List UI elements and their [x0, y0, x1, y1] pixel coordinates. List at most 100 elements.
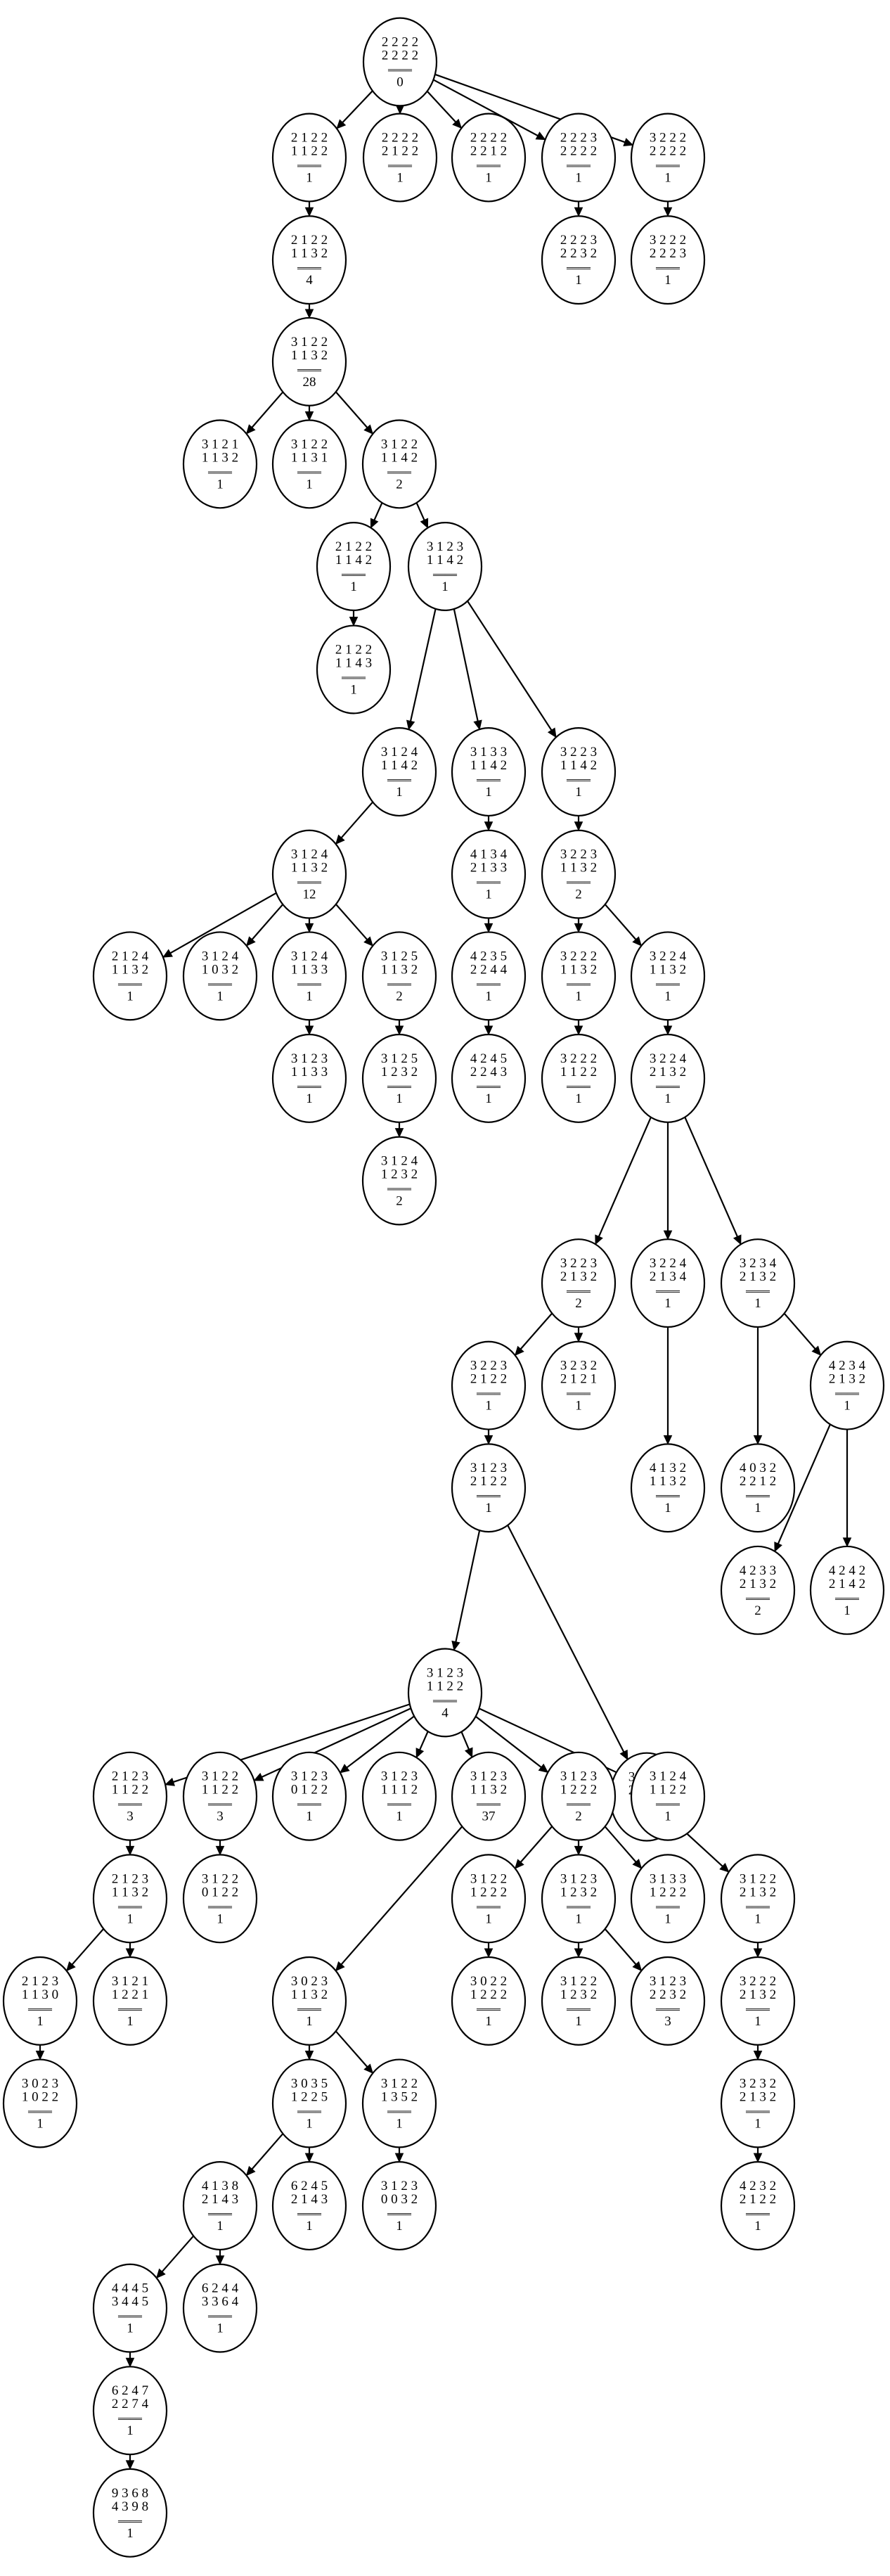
node-row-1: 4 4 4 5: [112, 2281, 148, 2296]
edge-line: [684, 1117, 738, 1237]
node-ellipse: [541, 215, 617, 305]
node-row-1: 6 2 4 7: [112, 2383, 148, 2398]
arrowhead: [547, 727, 557, 738]
edge-o3-p4: [335, 2030, 374, 2074]
node-ellipse: [271, 316, 347, 406]
node-row-2: 1 2 2 5: [291, 2089, 328, 2104]
node-count: 4: [306, 273, 313, 288]
node-row-1: 2 1 2 2: [335, 642, 372, 657]
tree-node-q2: 4 1 3 82 1 4 3════1: [182, 2161, 258, 2251]
node-row-1: 4 1 3 2: [650, 1461, 686, 1475]
edge-f2-g5: [484, 918, 494, 933]
edge-d2-e1: [406, 608, 437, 731]
node-count: 1: [575, 1091, 582, 1106]
node-separator: ════: [476, 1902, 501, 1911]
node-row-2: 0 0 3 2: [381, 2192, 418, 2207]
edge-line: [507, 1525, 625, 1752]
edge-m6-o6: [604, 1826, 643, 1869]
edge-p3-q3: [304, 2147, 314, 2163]
node-row-1: 3 2 2 2: [560, 1051, 597, 1066]
node-row-2: 2 1 2 2: [470, 1372, 507, 1387]
node-separator: ════: [566, 1902, 591, 1911]
node-row-2: 2 1 3 2: [740, 1987, 776, 2002]
node-count: 1: [37, 2116, 44, 2131]
node-ellipse: [720, 1545, 796, 1635]
edge-m6-o5: [574, 1840, 583, 1856]
node-row-2: 1 2 2 2: [560, 1783, 597, 1798]
node-ellipse: [271, 2058, 347, 2148]
node-separator: ════: [655, 2004, 681, 2014]
tree-node-p2: 3 1 2 11 2 2 1════1: [92, 1956, 168, 2046]
arrowhead: [304, 923, 314, 933]
node-row-1: 3 2 2 4: [650, 1256, 687, 1271]
node-ellipse: [182, 1751, 258, 1841]
edge-c3-d1: [370, 502, 383, 529]
arrowhead: [245, 424, 256, 435]
node-ellipse: [316, 624, 392, 715]
node-separator: ════: [207, 2209, 233, 2219]
node-row-1: 3 1 2 2: [291, 437, 328, 451]
tree-node-m4: 3 1 2 31 1 1 2════1: [361, 1751, 437, 1841]
arrowhead: [484, 1025, 494, 1036]
node-count: 3: [127, 1809, 134, 1824]
node-row-1: 3 1 2 4: [650, 1769, 687, 1784]
arrowhead: [155, 2268, 166, 2279]
node-row-1: 2 1 2 3: [112, 1769, 148, 1784]
node-count: 1: [575, 273, 582, 288]
node-row-1: 3 1 2 3: [427, 1665, 463, 1680]
node-count: 2: [754, 1603, 761, 1618]
node-ellipse: [361, 1136, 437, 1226]
node-ellipse: [451, 1340, 527, 1430]
node-separator: ════: [745, 2106, 770, 2116]
node-count: 1: [217, 1911, 224, 1926]
tree-node-p4: 3 1 2 21 3 5 2════1: [361, 2058, 437, 2148]
edge-line: [783, 1312, 816, 1350]
arrowhead: [125, 1845, 135, 1856]
tree-node-e3: 3 2 2 31 1 4 2════1: [541, 727, 617, 817]
node-row-2: 1 1 4 2: [470, 758, 507, 773]
node-ellipse: [361, 2161, 437, 2251]
arrowhead: [595, 1234, 603, 1245]
node-count: 1: [127, 1911, 134, 1926]
node-count: 1: [485, 1911, 492, 1926]
node-ellipse: [182, 2263, 258, 2353]
node-count: 12: [303, 887, 316, 902]
edge-o4-p5: [484, 1942, 494, 1959]
node-row-1: 3 2 3 2: [740, 2076, 776, 2091]
node-count: 1: [127, 2423, 134, 2438]
node-count: 1: [664, 273, 671, 288]
edge-l1-m3: [339, 1715, 415, 1774]
node-separator: ════: [476, 1491, 501, 1501]
node-count: 1: [664, 1501, 671, 1516]
edge-line: [520, 1826, 553, 1863]
node-row-1: 3 1 2 5: [381, 1051, 418, 1066]
node-ellipse: [630, 215, 706, 305]
edge-line: [161, 2235, 195, 2272]
arrowhead: [753, 2051, 763, 2061]
node-separator: ════: [566, 161, 591, 171]
node-row-2: 1 1 2 2: [560, 1065, 597, 1079]
arrowhead: [514, 1345, 524, 1357]
node-ellipse: [271, 1956, 347, 2046]
tree-node-p6: 3 1 2 21 2 3 2════1: [541, 1956, 617, 2046]
node-row-2: 1 1 2 2: [202, 1783, 238, 1798]
tree-node-o4: 3 1 2 21 2 2 2════1: [451, 1854, 527, 1944]
arrowhead: [774, 1542, 782, 1553]
node-count: 1: [485, 1501, 492, 1516]
node-count: 1: [217, 989, 224, 1004]
node-separator: ════: [745, 1594, 770, 1603]
node-count: 1: [575, 2014, 582, 2029]
node-row-2: 3 4 4 5: [112, 2295, 148, 2309]
edge-n1-n1a: [304, 201, 314, 217]
node-count: 1: [396, 785, 403, 800]
node-ellipse: [630, 113, 706, 203]
node-separator: ════: [655, 1286, 681, 1296]
node-count: 1: [754, 2116, 761, 2131]
node-count: 1: [396, 171, 404, 186]
arrowhead: [394, 2153, 404, 2163]
tree-node-o5: 3 1 2 31 2 3 2════1: [541, 1854, 617, 1944]
node-row-2: 2 2 2 2: [560, 144, 597, 159]
node-row-2: 1 0 2 2: [22, 2089, 58, 2104]
node-separator: ════: [387, 65, 413, 75]
edge-line: [251, 391, 284, 428]
